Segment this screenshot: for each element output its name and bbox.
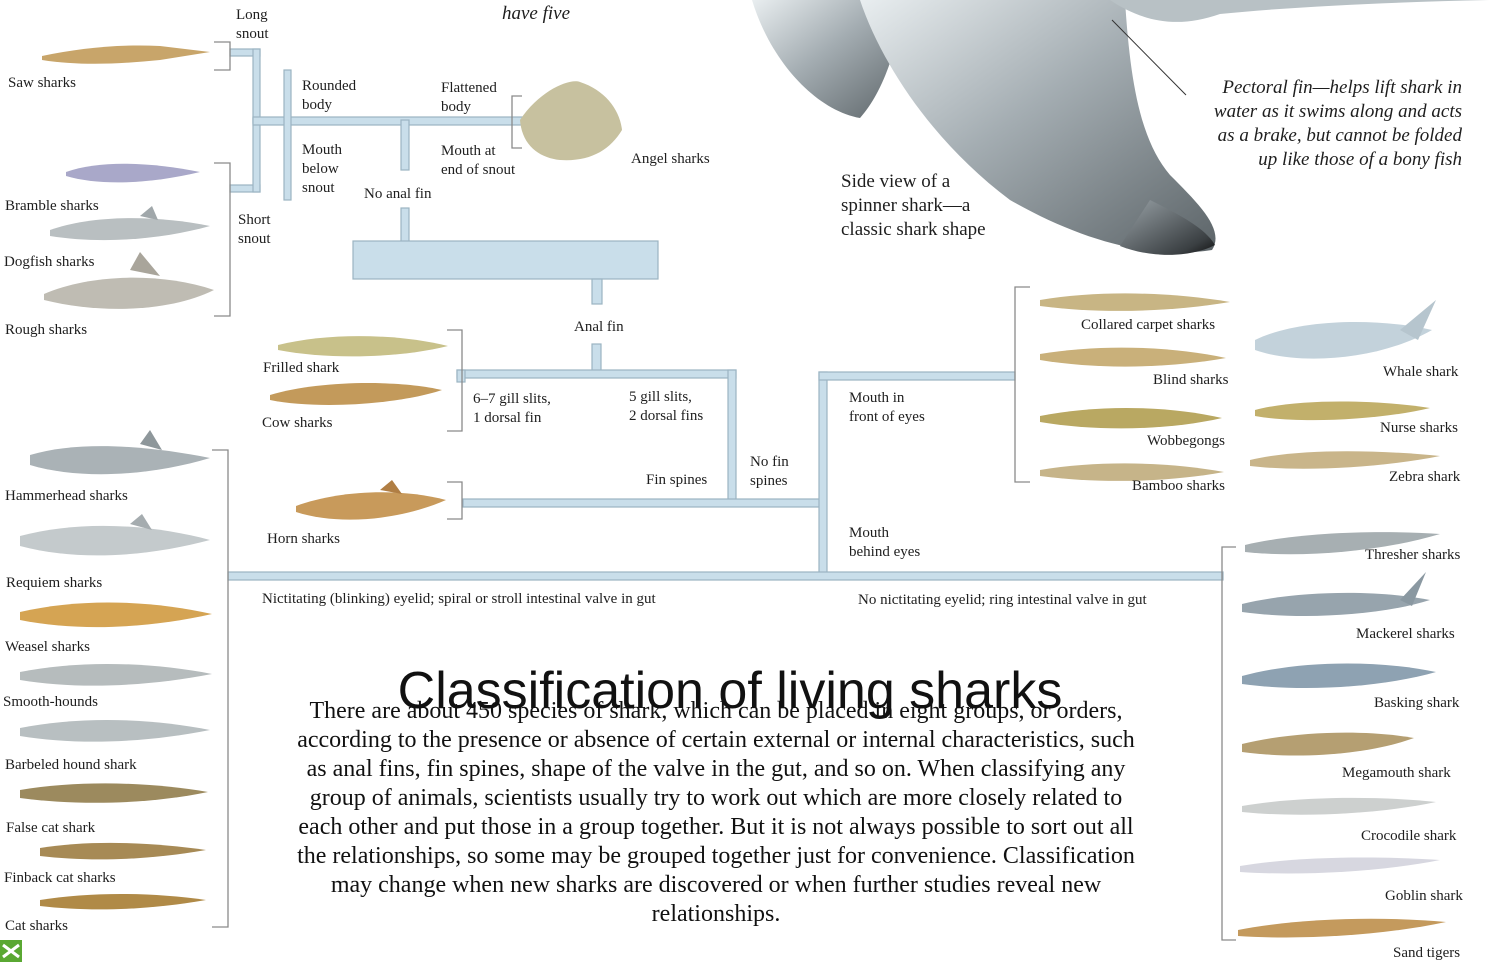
group-bamboo-sharks: Bamboo sharks — [1132, 477, 1225, 496]
group-cat-sharks: Cat sharks — [5, 917, 68, 936]
branch-rounded-body: Rounded body — [302, 77, 356, 115]
branch-mouth-end-snout: Mouth at end of snout — [441, 142, 515, 180]
group-collared-carpet-sharks: Collared carpet sharks — [1081, 316, 1215, 335]
group-angel-sharks: Angel sharks — [631, 150, 710, 169]
group-finback-cat-sharks: Finback cat sharks — [4, 869, 116, 888]
branch-mouth-below-snout: Mouth below snout — [302, 141, 342, 198]
group-nurse-sharks: Nurse sharks — [1380, 419, 1458, 438]
branch-no-fin-spines: No fin spines — [750, 453, 789, 491]
branch-gill-5: 5 gill slits, 2 dorsal fins — [629, 388, 703, 426]
group-smooth-hounds: Smooth-hounds — [3, 693, 98, 712]
branch-mouth-behind-eyes: Mouth behind eyes — [849, 524, 920, 562]
branch-nictitating: Nictitating (blinking) eyelid; spiral or… — [262, 590, 656, 609]
publisher-logo-icon — [0, 940, 22, 962]
group-weasel-sharks: Weasel sharks — [5, 638, 90, 657]
group-mackerel-sharks: Mackerel sharks — [1356, 625, 1455, 644]
group-wobbegongs: Wobbegongs — [1147, 432, 1225, 451]
branch-no-nictitating: No nictitating eyelid; ring intestinal v… — [858, 591, 1147, 610]
group-megamouth-shark: Megamouth shark — [1342, 764, 1451, 783]
branch-mouth-front-eyes: Mouth in front of eyes — [849, 389, 925, 427]
group-saw-sharks: Saw sharks — [8, 74, 76, 93]
header-fragment: have five — [502, 2, 570, 26]
branch-anal-fin: Anal fin — [574, 318, 624, 337]
group-rough-sharks: Rough sharks — [5, 321, 87, 340]
group-zebra-shark: Zebra shark — [1389, 468, 1460, 487]
group-sand-tigers: Sand tigers — [1393, 944, 1460, 963]
pectoral-fin-note: Pectoral fin—helps lift shark in water a… — [1150, 76, 1462, 172]
group-horn-sharks: Horn sharks — [267, 530, 340, 549]
group-whale-shark: Whale shark — [1383, 363, 1458, 382]
branch-short-snout: Short snout — [238, 211, 271, 249]
group-false-cat-shark: False cat shark — [6, 819, 95, 838]
branch-gill-6-7: 6–7 gill slits, 1 dorsal fin — [473, 390, 551, 428]
group-requiem-sharks: Requiem sharks — [6, 574, 102, 593]
group-frilled-shark: Frilled shark — [263, 359, 339, 378]
branch-long-snout: Long snout — [236, 6, 269, 44]
group-thresher-sharks: Thresher sharks — [1365, 546, 1460, 565]
intro-paragraph: There are about 450 species of shark, wh… — [290, 697, 1142, 929]
group-hammerhead-sharks: Hammerhead sharks — [5, 487, 128, 506]
group-cow-sharks: Cow sharks — [262, 414, 332, 433]
group-bramble-sharks: Bramble sharks — [5, 197, 99, 216]
group-goblin-shark: Goblin shark — [1385, 887, 1463, 906]
group-dogfish-sharks: Dogfish sharks — [4, 253, 94, 272]
branch-no-anal-fin: No anal fin — [364, 185, 431, 204]
group-blind-sharks: Blind sharks — [1153, 371, 1228, 390]
group-barbeled-hound-shark: Barbeled hound shark — [5, 756, 137, 775]
branch-flattened-body: Flattened body — [441, 79, 497, 117]
branch-fin-spines: Fin spines — [646, 471, 707, 490]
side-view-caption: Side view of a spinner shark—a classic s… — [841, 170, 1061, 242]
group-crocodile-shark: Crocodile shark — [1361, 827, 1456, 846]
group-basking-shark: Basking shark — [1374, 694, 1459, 713]
